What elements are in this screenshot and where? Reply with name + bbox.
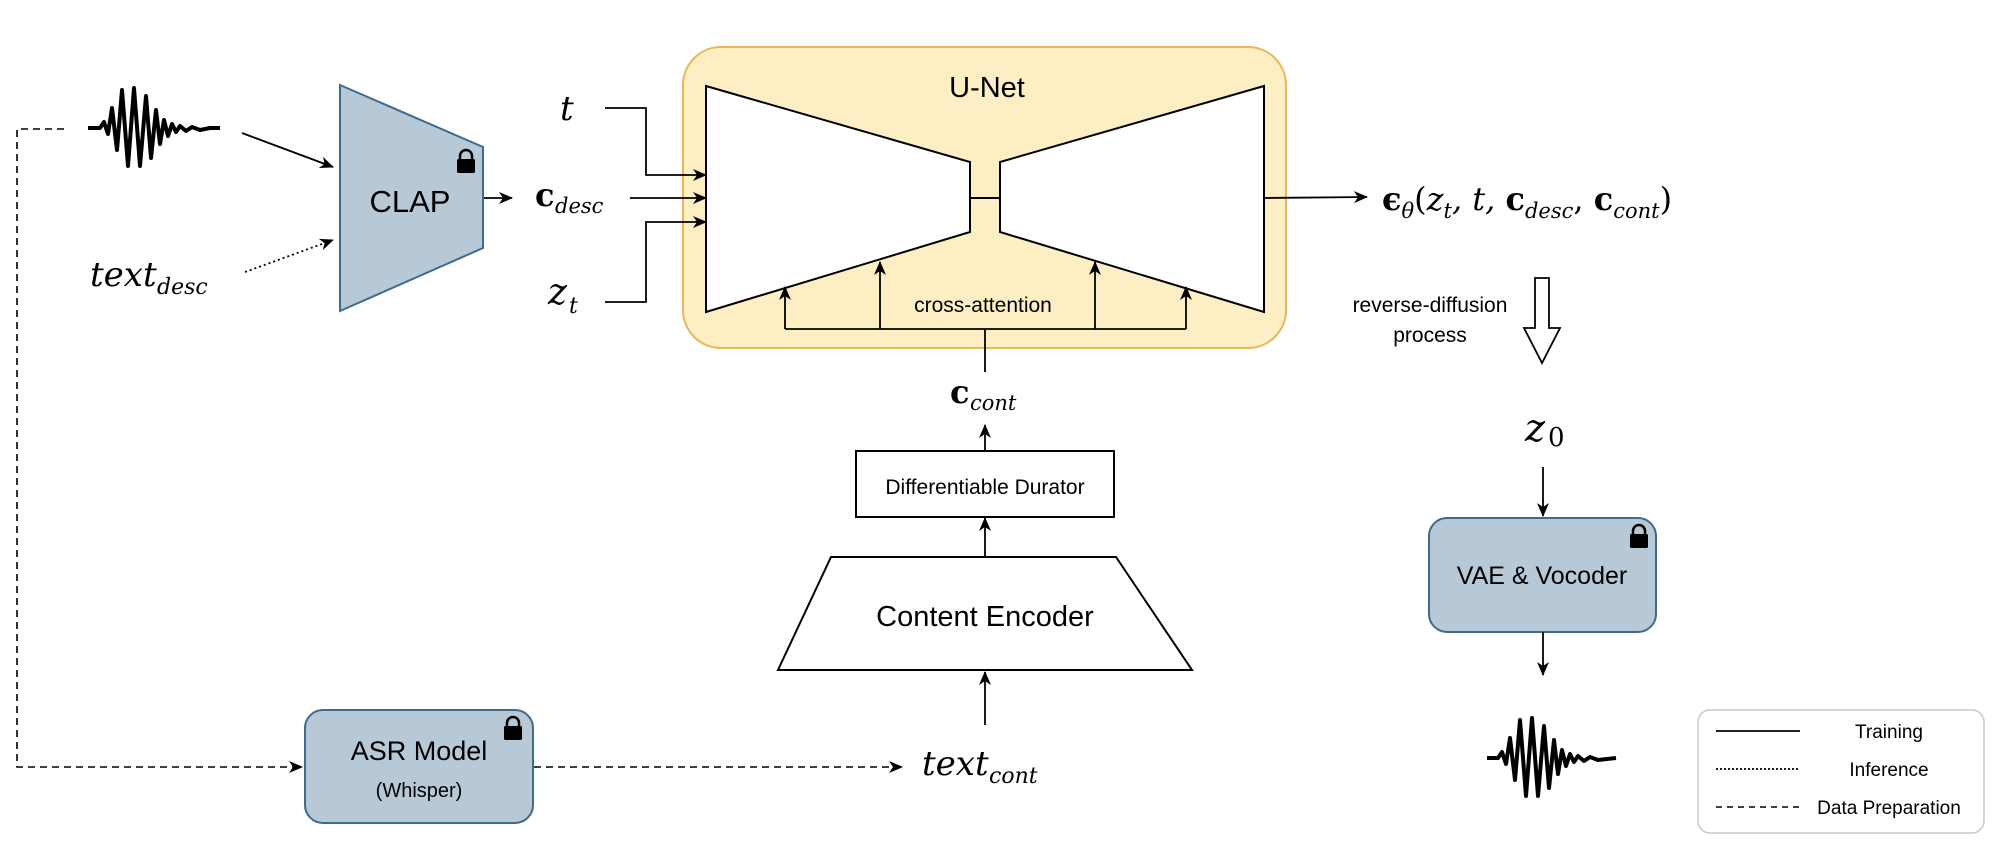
unet-block: U-Net xyxy=(682,46,1287,349)
svg-text:c: c xyxy=(950,373,969,411)
vae-vocoder-block: VAE & Vocoder xyxy=(1428,517,1657,633)
durator-block: Differentiable Durator xyxy=(855,450,1115,518)
text-to-clap-arrow xyxy=(244,238,334,273)
c-cont-symbol: c cont xyxy=(950,373,1017,415)
c-desc-symbol: c desc xyxy=(535,176,604,218)
svg-text:text: text xyxy=(90,255,157,295)
content-encoder-label: Content Encoder xyxy=(876,601,1094,633)
svg-text:cont: cont xyxy=(989,764,1038,789)
lock-icon xyxy=(1630,523,1648,548)
vae-vocoder-label: VAE & Vocoder xyxy=(1457,562,1627,590)
content-encoder-block: Content Encoder xyxy=(776,556,1194,671)
durator-label: Differentiable Durator xyxy=(885,476,1084,499)
legend: Training Inference Data Preparation xyxy=(1697,709,1985,834)
unet-label: U-Net xyxy=(949,72,1025,104)
reverse-diffusion-label: reverse-diffusion xyxy=(1353,294,1508,317)
clap-label: CLAP xyxy=(370,184,451,219)
svg-text:0: 0 xyxy=(1548,423,1565,453)
t-symbol: t xyxy=(560,89,574,129)
asr-label: ASR Model xyxy=(351,736,488,766)
legend-inference-label: Inference xyxy=(1849,760,1928,781)
clap-block: CLAP xyxy=(339,83,484,313)
audio-to-clap-arrow xyxy=(241,132,334,169)
asr-block: ASR Model (Whisper) xyxy=(304,709,534,824)
legend-training-label: Training xyxy=(1855,722,1923,743)
svg-text:c: c xyxy=(535,176,554,214)
unet-decoder xyxy=(999,84,1265,314)
t-to-unet-arrow xyxy=(605,107,707,181)
svg-text:t: t xyxy=(569,294,578,319)
svg-text:desc: desc xyxy=(555,194,604,218)
legend-dataprep-label: Data Preparation xyxy=(1817,798,1961,819)
unet-encoder xyxy=(705,84,971,314)
input-waveform-icon xyxy=(88,86,220,168)
cross-attention-label: cross-attention xyxy=(914,294,1052,317)
output-waveform-icon xyxy=(1487,716,1617,798)
unet-to-output-arrow xyxy=(1263,191,1368,204)
text-cont-symbol: text cont xyxy=(922,744,1038,789)
text-desc-symbol: text desc xyxy=(90,255,208,300)
zt-to-unet-arrow xyxy=(605,216,707,303)
svg-text:cont: cont xyxy=(970,391,1017,415)
svg-text:z: z xyxy=(1524,406,1546,450)
lock-icon xyxy=(457,148,475,173)
svg-text:z: z xyxy=(547,272,568,313)
z0-symbol: z 0 xyxy=(1524,406,1565,453)
asr-sublabel: (Whisper) xyxy=(376,780,463,802)
lock-icon xyxy=(504,715,522,740)
svg-text:desc: desc xyxy=(157,275,208,300)
svg-text:text: text xyxy=(922,744,989,784)
z-t-symbol: z t xyxy=(547,272,578,319)
data-prep-connector xyxy=(16,128,303,773)
cross-attention-connector xyxy=(779,261,1192,372)
noise-prediction-formula: ϵθ(zt, t, cdesc, ccont) xyxy=(1382,180,1672,223)
hollow-down-arrow-icon xyxy=(1522,277,1562,365)
process-label: process xyxy=(1393,324,1467,347)
